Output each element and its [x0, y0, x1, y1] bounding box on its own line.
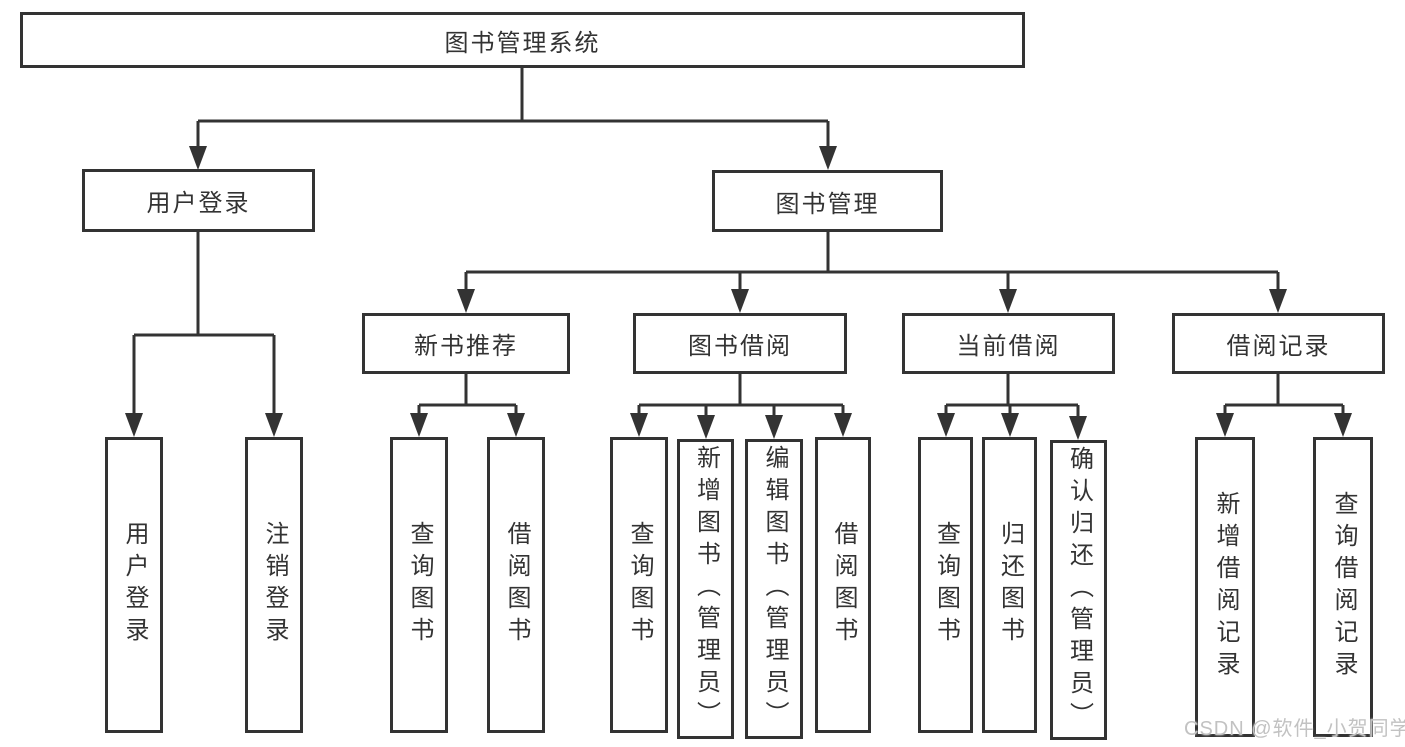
arrow-down-icon [1216, 413, 1234, 437]
node-new-book-recommend: 新书推荐 [362, 313, 570, 374]
leaf-borrow-add-books-admin: 新增图书（管理员） [677, 439, 734, 739]
node-book-borrow-label: 图书借阅 [688, 333, 792, 360]
leaf-borrow-edit-books-admin-label: 编辑图书（管理员） [761, 445, 788, 733]
arrow-down-icon [765, 415, 783, 439]
leaf-logout: 注销登录 [245, 437, 303, 733]
leaf-records-add-record-label: 新增借阅记录 [1212, 491, 1239, 683]
leaf-current-query-books-label: 查询图书 [932, 521, 960, 649]
leaf-current-query-books: 查询图书 [918, 437, 973, 733]
arrow-down-icon [731, 289, 749, 313]
leaf-current-return-books-label: 归还图书 [996, 521, 1024, 649]
arrow-down-icon [1269, 289, 1287, 313]
arrow-down-icon [507, 413, 525, 437]
connector-paths [132, 68, 1345, 424]
arrow-down-icon [999, 289, 1017, 313]
arrow-down-icon [1069, 416, 1087, 440]
node-new-book-recommend-label: 新书推荐 [414, 333, 518, 360]
leaf-borrow-edit-books-admin: 编辑图书（管理员） [745, 439, 803, 739]
arrow-down-icon [697, 415, 715, 439]
leaf-records-query-record-label: 查询借阅记录 [1330, 491, 1357, 683]
node-book-borrow: 图书借阅 [633, 313, 847, 374]
leaf-borrow-query-books: 查询图书 [610, 437, 668, 733]
node-current-borrow: 当前借阅 [902, 313, 1115, 374]
leaf-user-login: 用户登录 [105, 437, 163, 733]
leaf-borrow-borrow-books-label: 借阅图书 [830, 521, 857, 649]
leaf-newbook-query-books: 查询图书 [390, 437, 448, 733]
arrow-down-icon [410, 413, 428, 437]
leaf-borrow-query-books-label: 查询图书 [626, 521, 653, 649]
node-root: 图书管理系统 [20, 12, 1025, 68]
arrowhead-icons [125, 146, 1352, 440]
arrow-down-icon [819, 146, 837, 170]
node-borrow-records: 借阅记录 [1172, 313, 1385, 374]
arrow-down-icon [630, 413, 648, 437]
leaf-borrow-add-books-admin-label: 新增图书（管理员） [692, 445, 720, 733]
arrow-down-icon [1334, 413, 1352, 437]
leaf-records-add-record: 新增借阅记录 [1195, 437, 1255, 737]
leaf-user-login-label: 用户登录 [121, 521, 148, 649]
node-borrow-records-label: 借阅记录 [1226, 333, 1331, 360]
node-book-management-label: 图书管理 [775, 190, 880, 218]
watermark: CSDN @软件_小贺同学 [1184, 718, 1405, 740]
leaf-borrow-borrow-books: 借阅图书 [815, 437, 871, 733]
node-book-management: 图书管理 [712, 170, 943, 232]
arrow-down-icon [125, 413, 143, 437]
node-user-login: 用户登录 [82, 169, 315, 232]
arrow-down-icon [937, 413, 955, 437]
leaf-newbook-borrow-books: 借阅图书 [487, 437, 545, 733]
arrow-down-icon [189, 146, 207, 170]
node-root-label: 图书管理系统 [444, 29, 601, 57]
leaf-newbook-borrow-books-label: 借阅图书 [503, 521, 530, 649]
node-user-login-label: 用户登录 [146, 190, 251, 217]
arrow-down-icon [834, 413, 852, 437]
leaf-current-confirm-return-admin-label: 确认归还（管理员） [1065, 446, 1093, 734]
node-current-borrow-label: 当前借阅 [956, 333, 1061, 360]
leaf-current-return-books: 归还图书 [982, 437, 1037, 733]
arrow-down-icon [1001, 413, 1019, 437]
arrow-down-icon [265, 413, 283, 437]
arrow-down-icon [457, 289, 475, 313]
leaf-records-query-record: 查询借阅记录 [1313, 437, 1373, 737]
leaf-newbook-query-books-label: 查询图书 [406, 521, 433, 649]
leaf-logout-label: 注销登录 [261, 521, 288, 649]
leaf-current-confirm-return-admin: 确认归还（管理员） [1050, 440, 1107, 740]
